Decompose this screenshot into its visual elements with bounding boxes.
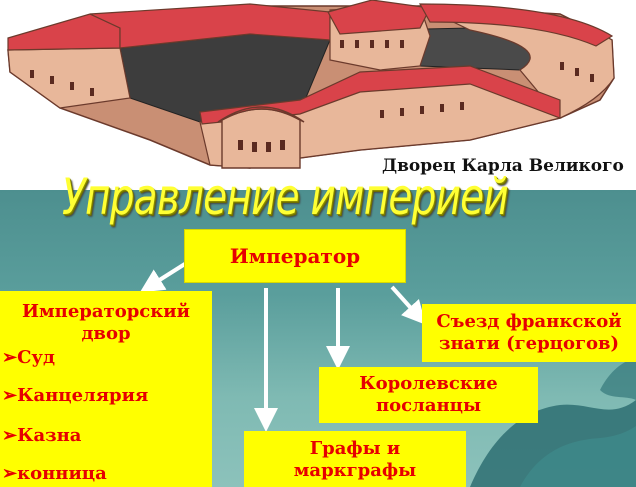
node-emperor-label: Император [229, 244, 361, 268]
node-congress-line2: знати (герцогов) [438, 333, 620, 354]
node-envoys-line2: посланцы [375, 395, 481, 416]
node-counts-line1: Графы и [309, 438, 401, 459]
palace-drawing [7, 0, 615, 169]
node-court-title-line1: Императорский [22, 301, 190, 322]
node-frankish-congress: Съезд франкской знати (герцогов) [422, 304, 636, 362]
wave-decoration [470, 358, 636, 487]
court-item-court: ➢Суд [2, 347, 55, 368]
bullet-icon: ➢ [2, 385, 18, 406]
palace-illustration: Дворец Карла Великого [0, 0, 636, 190]
node-imperial-court: Императорский двор ➢Суд ➢Канцелярия ➢Каз… [0, 291, 212, 487]
court-item-treasury: ➢Казна [2, 425, 82, 446]
node-court-title-line2: двор [81, 323, 131, 344]
court-item-chancery: ➢Канцелярия [2, 385, 149, 406]
node-counts-margraves: Графы и маркграфы [244, 431, 466, 487]
node-court-heading: Императорский двор [0, 301, 212, 345]
bullet-icon: ➢ [2, 463, 18, 484]
node-congress-line1: Съезд франкской [436, 311, 622, 332]
slide-title: Управление империей [62, 168, 509, 226]
bullet-icon: ➢ [2, 425, 18, 446]
node-royal-envoys: Королевские посланцы [319, 367, 538, 423]
bullet-icon: ➢ [2, 347, 18, 368]
node-counts-line2: маркграфы [293, 460, 417, 481]
node-emperor: Император [184, 229, 406, 283]
palace-caption: Дворец Карла Великого [382, 156, 624, 176]
court-item-cavalry: ➢конница [2, 463, 107, 484]
node-envoys-line1: Королевские [359, 373, 498, 394]
